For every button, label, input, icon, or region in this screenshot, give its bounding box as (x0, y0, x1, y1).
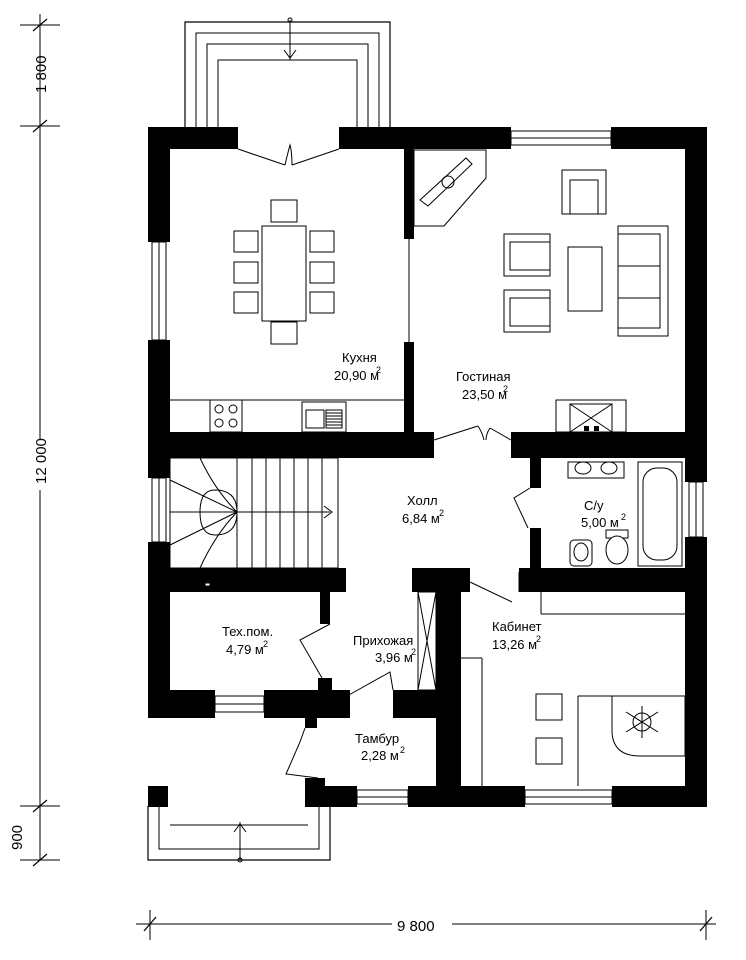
label-bathroom-name: С/у (584, 498, 604, 513)
walls (148, 127, 707, 807)
dim-bottom-porch: 900 (9, 825, 26, 850)
label-entry-area: 3,96 м (375, 650, 413, 665)
label-kitchen-name: Кухня (342, 350, 377, 365)
label-bathroom-sup: 2 (621, 512, 626, 522)
label-vestibule-area: 2,28 м (361, 748, 399, 763)
bottom-porch (147, 806, 331, 863)
label-office-sup: 2 (536, 634, 541, 644)
label-bathroom-area: 5,00 м (581, 515, 619, 530)
label-kitchen-area: 20,90 м (334, 368, 379, 383)
living-furniture (413, 149, 669, 439)
label-hall-area: 6,84 м (402, 511, 440, 526)
kitchen-furniture (170, 199, 404, 433)
label-office-area: 13,26 м (492, 637, 537, 652)
doors (237, 143, 531, 779)
label-living-name: Гостиная (456, 369, 511, 384)
dim-top-porch: 1 800 (33, 55, 50, 93)
label-hall-sup: 2 (439, 508, 444, 518)
room-labels: Кухня 20,90 м 2 Гостиная 23,50 м 2 Холл … (222, 350, 626, 763)
label-living-sup: 2 (503, 384, 508, 394)
label-vestibule-name: Тамбур (355, 731, 399, 746)
label-tech-area: 4,79 м (226, 642, 264, 657)
office-furniture (461, 592, 686, 786)
label-vestibule-sup: 2 (400, 745, 405, 755)
entry-closet (417, 591, 437, 691)
dim-total-height: 12 000 (33, 438, 50, 484)
label-entry-sup: 2 (411, 647, 416, 657)
label-kitchen-sup: 2 (376, 365, 381, 375)
label-office-name: Кабинет (492, 619, 541, 634)
stairs (169, 434, 339, 591)
label-hall-name: Холл (407, 493, 438, 508)
windows (151, 130, 704, 805)
dimension-lines: 1 800 12 000 900 9 800 (9, 14, 716, 940)
bathroom-fixtures (567, 461, 683, 567)
label-tech-name: Тех.пом. (222, 624, 273, 639)
dim-total-width: 9 800 (397, 918, 435, 935)
label-tech-sup: 2 (263, 639, 268, 649)
label-living-area: 23,50 м (462, 387, 507, 402)
label-entry-name: Прихожая (353, 633, 413, 648)
top-porch (184, 17, 391, 128)
